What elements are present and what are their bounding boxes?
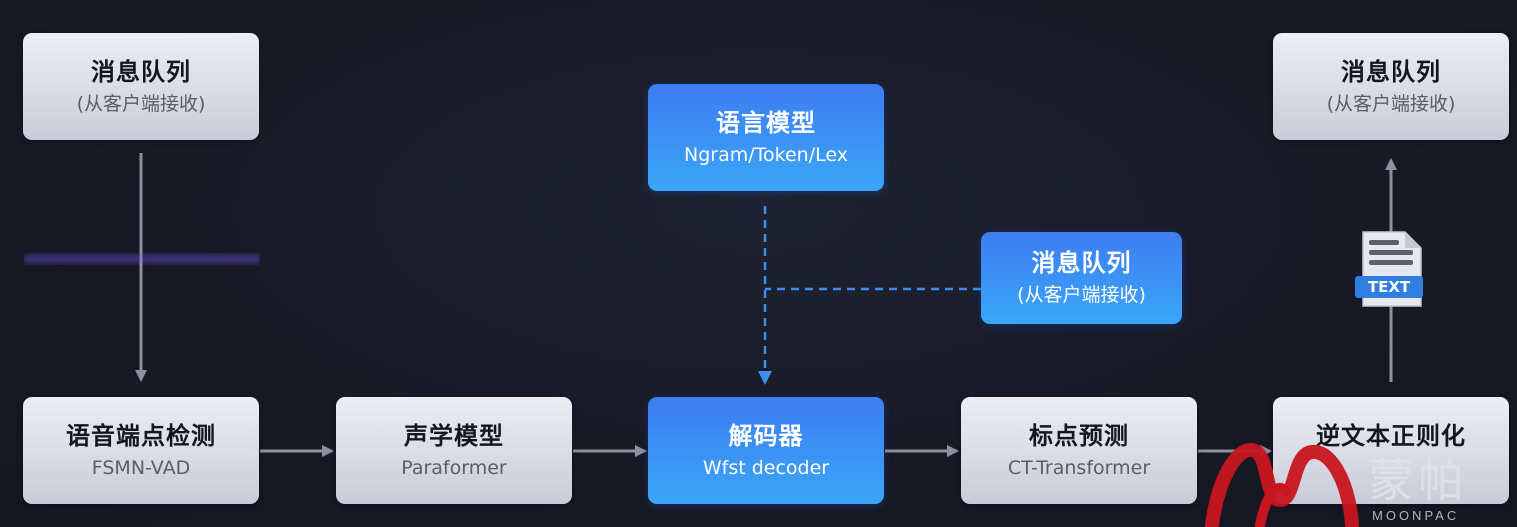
box-subtitle: Ngram/Token/Lex (684, 143, 848, 166)
box-title: 语言模型 (716, 108, 816, 137)
box-subtitle: CT-Transformer (1007, 456, 1151, 479)
box-title: 声学模型 (404, 421, 504, 450)
audio-waveform-icon (24, 221, 260, 297)
box-title: 标点预测 (1029, 421, 1129, 450)
moonpac-logo (1205, 443, 1359, 527)
text-document-label: TEXT (1368, 278, 1411, 296)
text-document-icon: TEXT (1355, 231, 1423, 307)
decoder-box: 解码器 Wfst decoder (648, 397, 884, 504)
box-subtitle: FSMN-VAD (91, 456, 191, 479)
message-queue-hotword-box: 消息队列 (从客户端接收) (981, 232, 1182, 324)
box-title: 解码器 (728, 421, 804, 450)
box-title: 语音端点检测 (66, 421, 216, 450)
message-queue-output-box: 消息队列 (从客户端接收) (1273, 33, 1509, 140)
box-title: 逆文本正则化 (1316, 422, 1466, 450)
logo-text-en: MOONPAC (1372, 508, 1460, 523)
box-subtitle: (从客户端接收) (76, 92, 206, 115)
box-title: 消息队列 (1341, 57, 1441, 86)
box-subtitle: (从客户端接收) (1017, 284, 1146, 306)
punctuation-box: 标点预测 CT-Transformer (961, 397, 1197, 504)
box-subtitle: (从客户端接收) (1326, 92, 1456, 115)
message-queue-input-box: 消息队列 (从客户端接收) (23, 33, 259, 140)
language-model-box: 语言模型 Ngram/Token/Lex (648, 84, 884, 191)
box-subtitle: Paraformer (401, 456, 507, 479)
vad-box: 语音端点检测 FSMN-VAD (23, 397, 259, 504)
box-title: 消息队列 (91, 57, 191, 86)
logo-text-cn: 蒙帕 (1368, 453, 1468, 507)
acoustic-model-box: 声学模型 Paraformer (336, 397, 572, 504)
box-subtitle: Wfst decoder (702, 456, 830, 479)
box-title: 消息队列 (1031, 249, 1132, 277)
